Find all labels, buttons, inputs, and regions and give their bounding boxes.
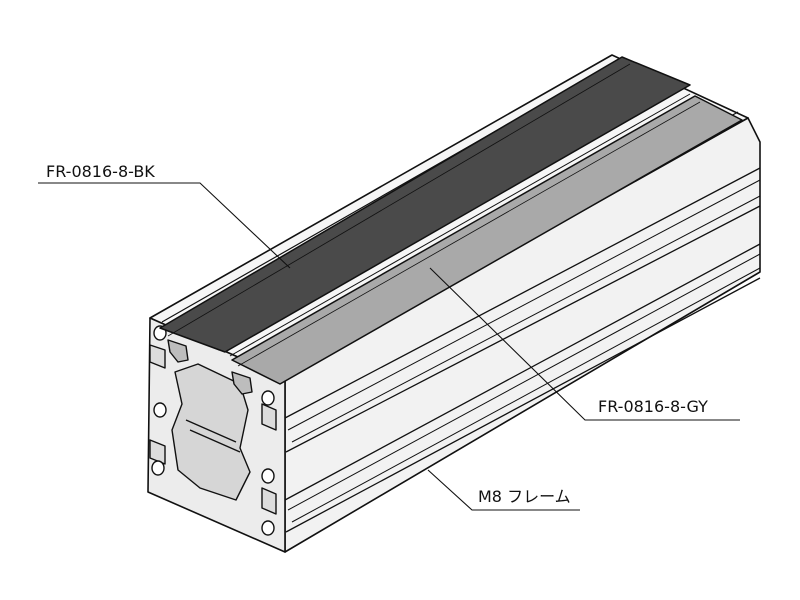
corner-hole-bottom-right (261, 520, 275, 536)
label-black-cover: FR-0816-8-BK (46, 162, 155, 181)
corner-hole-top-right (261, 390, 275, 406)
frame-profile-cross-section (149, 325, 277, 536)
corner-hole-mid-right (261, 468, 275, 484)
gray-cover-strip (231, 95, 743, 385)
callout-line-gray (429, 267, 740, 421)
callouts (38, 182, 740, 511)
label-frame: M8 フレーム (478, 487, 571, 506)
callout-line-black (38, 182, 291, 269)
corner-hole-mid-left (153, 402, 167, 418)
callout-line-frame (427, 469, 580, 511)
label-gray-cover: FR-0816-8-GY (598, 397, 708, 416)
corner-hole-bottom-left (151, 460, 165, 476)
black-cover-strip (159, 56, 691, 353)
cover-strips (159, 56, 743, 385)
